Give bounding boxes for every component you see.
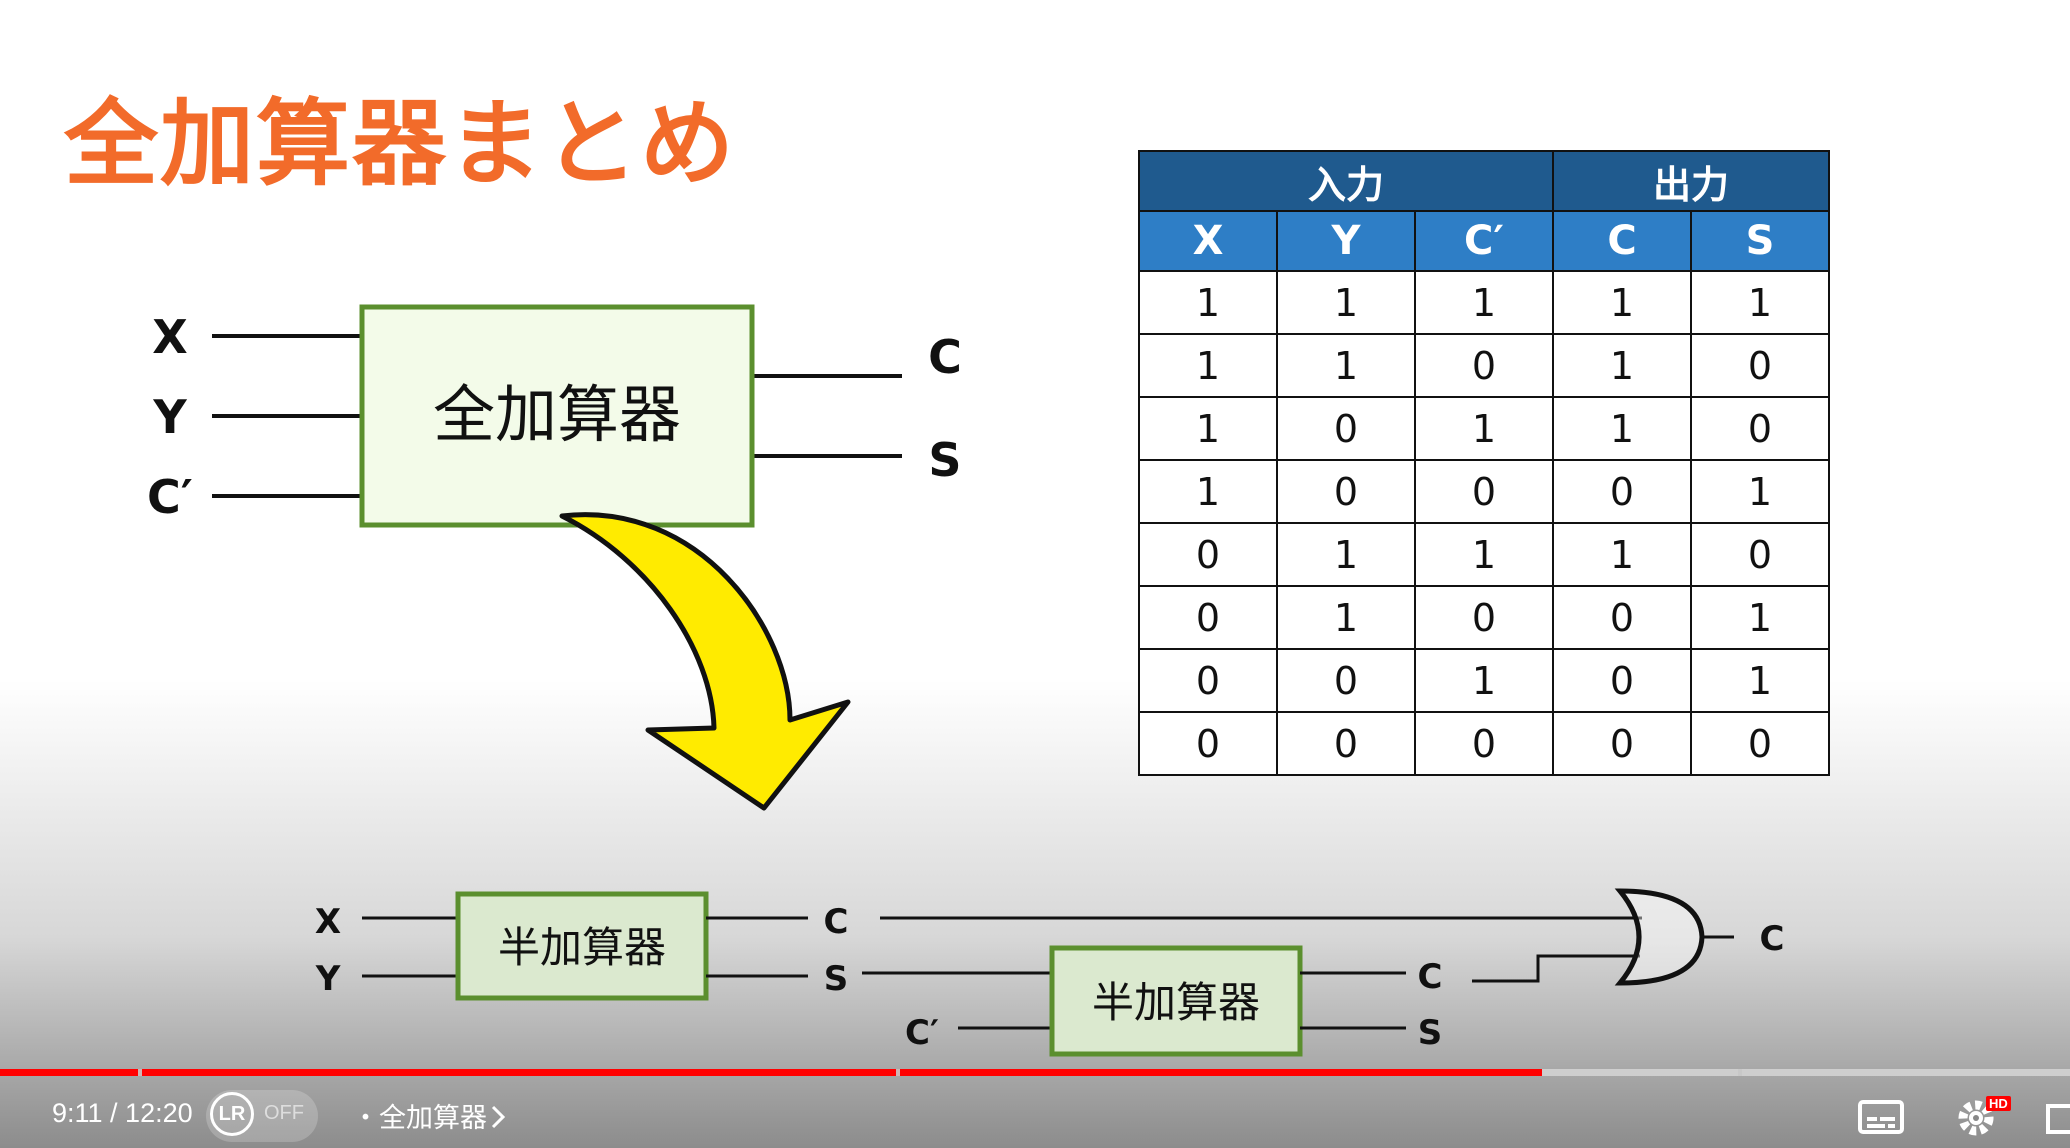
- table-cell: 1: [1138, 396, 1278, 461]
- table-cell: 0: [1414, 585, 1554, 650]
- ha1-output-s: S: [824, 959, 849, 999]
- chapter-title[interactable]: ・全加算器: [352, 1103, 487, 1134]
- full-adder-input-y: Y: [152, 390, 187, 444]
- full-adder-block: 全加算器 X Y C′ C S: [147, 304, 962, 528]
- ha1-input-y: Y: [315, 959, 341, 999]
- autoplay-state: OFF: [264, 1102, 304, 1124]
- or-output-c: C: [1760, 919, 1785, 959]
- table-cell: 0: [1552, 459, 1692, 524]
- table-cell: 1: [1276, 522, 1416, 587]
- column-header: C: [1552, 210, 1692, 272]
- lr-logo-icon: LR: [210, 1092, 254, 1136]
- table-cell: 0: [1552, 711, 1692, 776]
- table-cell: 1: [1690, 459, 1830, 524]
- ha1-output-c: C: [824, 902, 849, 942]
- table-cell: 1: [1552, 333, 1692, 398]
- progress-bar[interactable]: [0, 1069, 2070, 1076]
- half-adder-circuit: 半加算器 X Y C S C′ 半加算器 C S C: [315, 888, 1785, 1057]
- table-cell: 1: [1690, 648, 1830, 713]
- table-cell: 1: [1276, 585, 1416, 650]
- table-cell: 1: [1414, 270, 1554, 335]
- autoplay-toggle[interactable]: LR OFF: [206, 1090, 318, 1142]
- table-cell: 0: [1414, 711, 1554, 776]
- table-cell: 0: [1138, 648, 1278, 713]
- table-cell: 0: [1276, 396, 1416, 461]
- column-header: S: [1690, 210, 1830, 272]
- table-cell: 0: [1138, 711, 1278, 776]
- full-adder-input-carry: C′: [147, 470, 193, 524]
- ha1-input-x: X: [315, 902, 341, 942]
- table-cell: 1: [1276, 270, 1416, 335]
- ha2-input-carry: C′: [905, 1013, 939, 1053]
- progress-bar-played: [0, 1069, 1543, 1076]
- column-header: Y: [1276, 210, 1416, 272]
- ha2-output-c: C: [1418, 957, 1443, 997]
- table-cell: 1: [1138, 459, 1278, 524]
- table-cell: 1: [1414, 396, 1554, 461]
- table-cell: 0: [1276, 648, 1416, 713]
- column-header: X: [1138, 210, 1278, 272]
- table-cell: 1: [1552, 522, 1692, 587]
- fullscreen-icon[interactable]: [2046, 1104, 2070, 1134]
- chapter-marker: [896, 1069, 900, 1076]
- or-gate-icon: [1614, 888, 1705, 986]
- player-controls: 9:11 / 12:20 LR OFF ・全加算器 HD: [0, 1082, 2070, 1148]
- table-cell: 1: [1276, 333, 1416, 398]
- table-cell: 1: [1552, 396, 1692, 461]
- table-cell: 1: [1690, 270, 1830, 335]
- chapter-marker: [1738, 1069, 1742, 1076]
- table-cell: 0: [1414, 459, 1554, 524]
- arrow-down-icon: [559, 512, 851, 811]
- full-adder-output-c: C: [928, 330, 962, 384]
- table-cell: 1: [1414, 522, 1554, 587]
- table-cell: 1: [1138, 270, 1278, 335]
- table-cell: 0: [1690, 522, 1830, 587]
- table-cell: 0: [1690, 711, 1830, 776]
- truth-table-column-header-row: X Y C′ C S: [1138, 210, 1830, 272]
- full-adder-output-s: S: [928, 433, 961, 487]
- table-cell: 0: [1414, 333, 1554, 398]
- table-cell: 1: [1552, 270, 1692, 335]
- time-display: 9:11 / 12:20: [52, 1098, 193, 1128]
- truth-table-group-header-row: 入力 出力: [1138, 150, 1830, 212]
- table-cell: 1: [1138, 333, 1278, 398]
- table-cell: 0: [1690, 333, 1830, 398]
- ha2-output-s: S: [1418, 1013, 1443, 1053]
- settings-gear-icon[interactable]: [1954, 1096, 1998, 1140]
- table-cell: 0: [1690, 396, 1830, 461]
- chevron-right-icon[interactable]: [488, 1104, 508, 1130]
- table-cell: 0: [1552, 585, 1692, 650]
- half-adder-1-label: 半加算器: [498, 923, 666, 972]
- table-cell: 0: [1552, 648, 1692, 713]
- table-cell: 1: [1690, 585, 1830, 650]
- group-header-input: 入力: [1138, 150, 1554, 212]
- table-cell: 0: [1138, 522, 1278, 587]
- table-cell: 0: [1276, 711, 1416, 776]
- half-adder-2-label: 半加算器: [1092, 978, 1260, 1027]
- table-cell: 0: [1138, 585, 1278, 650]
- chapter-marker: [138, 1069, 142, 1076]
- table-cell: 0: [1276, 459, 1416, 524]
- group-header-output: 出力: [1552, 150, 1830, 212]
- table-cell: 1: [1414, 648, 1554, 713]
- column-header: C′: [1414, 210, 1554, 272]
- subtitles-icon[interactable]: [1858, 1100, 1904, 1134]
- hd-badge: HD: [1986, 1096, 2011, 1111]
- full-adder-input-x: X: [152, 310, 187, 364]
- full-adder-label: 全加算器: [433, 378, 681, 451]
- slide-title: 全加算器まとめ: [64, 90, 737, 199]
